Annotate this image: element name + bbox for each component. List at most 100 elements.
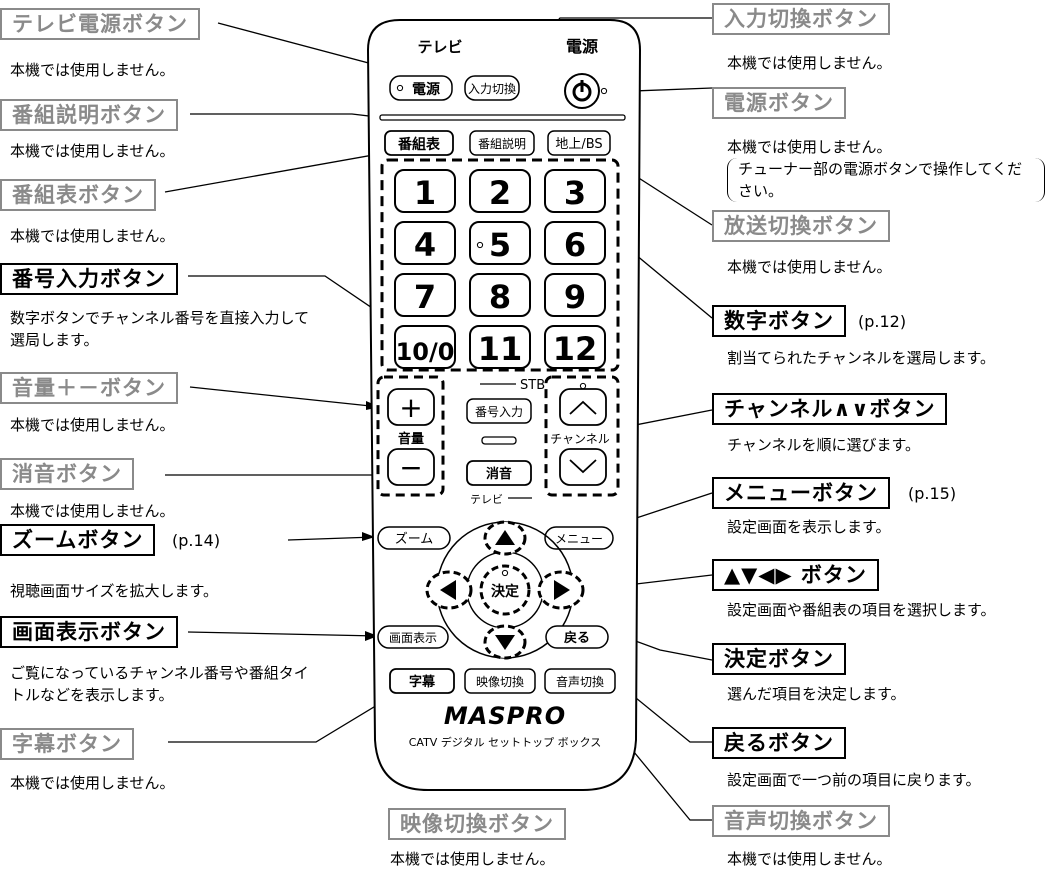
back-title: 戻るボタン xyxy=(712,727,846,759)
menu-label: メニュー xyxy=(555,532,603,546)
arrows-desc: 設定画面や番組表の項目を選択します。 xyxy=(727,601,996,619)
program-info-label: 番組説明 xyxy=(478,136,526,151)
number-input-title: 番号入力ボタン xyxy=(0,263,178,295)
number-key-1[interactable]: 1 xyxy=(394,169,456,213)
number-key-4[interactable]: 4 xyxy=(394,221,456,265)
tv-heading: テレビ xyxy=(417,38,462,56)
menu-ref: (p.15) xyxy=(908,484,957,503)
channel-label: チャンネル xyxy=(550,432,610,446)
back-label: 戻る xyxy=(563,630,590,646)
volume-up-button[interactable]: + xyxy=(387,388,435,426)
zoom-button[interactable]: ズーム xyxy=(377,526,451,550)
power-desc: 本機では使用しません。 xyxy=(727,138,892,156)
volume-desc: 本機では使用しません。 xyxy=(10,416,175,434)
number-key-label: 12 xyxy=(553,330,598,368)
volume-title: 音量＋－ボタン xyxy=(0,372,178,404)
number-key-9[interactable]: 9 xyxy=(544,273,606,317)
number-key-6[interactable]: 6 xyxy=(544,221,606,265)
down-arrow-button[interactable] xyxy=(483,624,527,660)
subtitle-button[interactable]: 字幕 xyxy=(389,668,455,694)
number-key-label: 7 xyxy=(414,278,436,316)
display-button[interactable]: 画面表示 xyxy=(377,625,449,649)
zoom-label: ズーム xyxy=(395,531,434,547)
broadcast-label: 地上/BS xyxy=(555,137,602,152)
number-desc: 割当てられたチャンネルを選局します。 xyxy=(727,349,996,367)
left-arrow-button[interactable] xyxy=(425,570,473,610)
channel-desc: チャンネルを順に選びます。 xyxy=(727,436,921,454)
volume-label: 音量 xyxy=(398,431,424,447)
channel-title: チャンネル∧∨ボタン xyxy=(712,393,948,425)
guide-button[interactable]: 番組表 xyxy=(384,130,454,156)
input-switch-button[interactable]: 入力切換 xyxy=(464,75,520,101)
power-button[interactable] xyxy=(564,73,608,109)
tv-bottom-label: テレビ xyxy=(470,493,503,506)
mute-label: 消音 xyxy=(486,466,512,482)
broadcast-button[interactable]: 地上/BS xyxy=(547,130,611,156)
back-button[interactable]: 戻る xyxy=(545,625,609,649)
brand-logo: MASPRO xyxy=(444,702,566,730)
number-key-label: 11 xyxy=(478,330,523,368)
right-arrow-button[interactable] xyxy=(537,570,585,610)
number-key-label: 2 xyxy=(489,174,511,212)
number-key-label: 9 xyxy=(564,278,586,316)
volume-minus-label: − xyxy=(399,451,422,484)
tv-power-button[interactable]: 電源 xyxy=(389,75,453,101)
subtitle-title: 字幕ボタン xyxy=(0,728,134,760)
guide-label: 番組表 xyxy=(397,136,441,153)
power-note: チューナー部の電源ボタンで操作してください。 xyxy=(727,158,1045,202)
stb-label: STB xyxy=(520,378,545,393)
leader-guide xyxy=(164,151,391,193)
program-info-button[interactable]: 番組説明 xyxy=(469,130,535,156)
volume-outline xyxy=(376,375,445,497)
number-input-button[interactable]: 番号入力 xyxy=(466,398,532,424)
up-arrow-button[interactable] xyxy=(483,520,527,556)
guide-desc: 本機では使用しません。 xyxy=(10,227,175,245)
audio-switch-label: 音声切換 xyxy=(556,674,604,689)
enter-button[interactable]: 決定 xyxy=(479,564,531,616)
subtitle-desc: 本機では使用しません。 xyxy=(10,774,175,792)
channel-down-button[interactable] xyxy=(559,448,607,486)
number-key-2[interactable]: 2 xyxy=(469,169,531,213)
channel-outline xyxy=(544,375,620,497)
number-key-12[interactable]: 12 xyxy=(544,325,606,369)
number-key-11[interactable]: 11 xyxy=(469,325,531,369)
number-key-5[interactable]: 5 xyxy=(469,221,531,265)
leader-subtitle xyxy=(168,689,403,743)
number-key-label: 6 xyxy=(564,226,586,264)
broadcast-desc: 本機では使用しません。 xyxy=(727,258,892,276)
zoom-desc: 視聴画面サイズを拡大します。 xyxy=(10,582,219,600)
audio-switch-button[interactable]: 音声切換 xyxy=(544,668,616,694)
arrows-title: ▲▼◀▶ ボタン xyxy=(712,559,879,591)
video-switch-button[interactable]: 映像切換 xyxy=(464,668,536,694)
guide-title: 番組表ボタン xyxy=(0,179,156,211)
power-heading: 電源 xyxy=(566,37,598,56)
enter-desc: 選んだ項目を決定します。 xyxy=(727,685,906,703)
channel-up-button[interactable] xyxy=(559,382,607,426)
leader-volume xyxy=(189,386,381,408)
video-title: 映像切換ボタン xyxy=(388,808,566,840)
number-key-8[interactable]: 8 xyxy=(469,273,531,317)
zoom-ref: (p.14) xyxy=(172,531,221,550)
menu-button[interactable]: メニュー xyxy=(544,526,614,550)
mute-desc: 本機では使用しません。 xyxy=(10,502,175,520)
leader-zoom xyxy=(287,536,376,541)
broadcast-title: 放送切換ボタン xyxy=(712,210,890,242)
number-pad-outline xyxy=(380,158,620,372)
leader-tv-power xyxy=(217,22,396,71)
number-key-3[interactable]: 3 xyxy=(544,169,606,213)
enter-label: 決定 xyxy=(491,583,519,600)
product-label: CATV デジタル セットトップ ボックス xyxy=(409,735,602,749)
menu-title: メニューボタン xyxy=(712,477,890,509)
number-key-10[interactable]: 10/0 xyxy=(394,325,456,369)
number-key-label: 1 xyxy=(414,174,436,212)
tv-power-desc: 本機では使用しません。 xyxy=(10,61,175,79)
indicator xyxy=(481,436,517,445)
zoom-title: ズームボタン xyxy=(0,524,156,556)
number-key-label: 4 xyxy=(414,226,436,264)
mute-button[interactable]: 消音 xyxy=(466,460,532,486)
number-key-7[interactable]: 7 xyxy=(394,273,456,317)
volume-down-button[interactable]: − xyxy=(387,448,435,486)
display-label: 画面表示 xyxy=(389,631,437,645)
